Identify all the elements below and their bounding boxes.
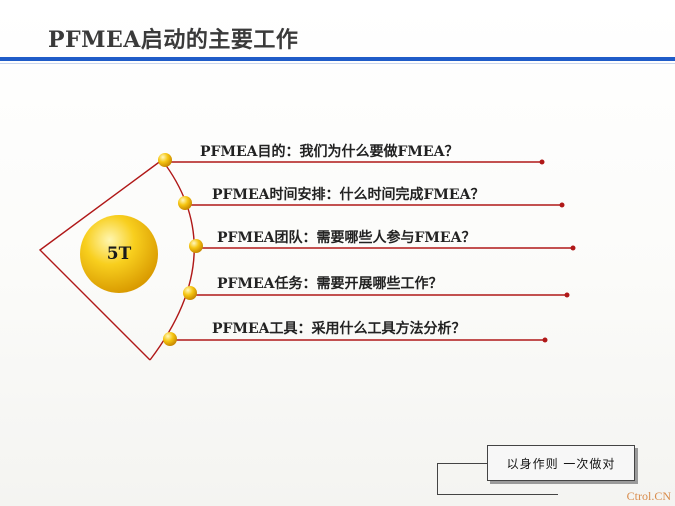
- item-line-end-4: [564, 292, 570, 298]
- diamond-outline: [38, 159, 163, 361]
- center-disc: [80, 215, 158, 293]
- item-label-4: PFMEA任务：需要开展哪些工作？: [217, 276, 443, 292]
- item-label-2: PFMEA时间安排：什么时间完成FMEA？: [212, 187, 485, 203]
- title-underline-thin: [0, 63, 675, 64]
- title-underline: [0, 57, 675, 61]
- bead-2: [178, 196, 192, 210]
- bead-5: [163, 332, 177, 346]
- slide-title: PFMEA启动的主要工作: [48, 27, 299, 53]
- bead-3: [189, 239, 203, 253]
- motto-box: 以身作则 一次做对: [487, 445, 635, 481]
- item-label-5: PFMEA工具：采用什么工具方法分析？: [212, 321, 466, 337]
- item-line-end-2: [559, 202, 565, 208]
- footer-watermark: Ctrol.CN: [626, 489, 671, 503]
- bead-1: [158, 153, 172, 167]
- item-line-end-1: [539, 159, 545, 165]
- item-line-end-5: [542, 337, 548, 343]
- bead-4: [183, 286, 197, 300]
- item-label-3: PFMEA团队：需要哪些人参与FMEA？: [217, 230, 476, 246]
- center-label: 5T: [106, 244, 132, 264]
- item-label-1: PFMEA目的：我们为什么要做FMEA？: [200, 144, 459, 160]
- item-line-end-3: [570, 245, 576, 251]
